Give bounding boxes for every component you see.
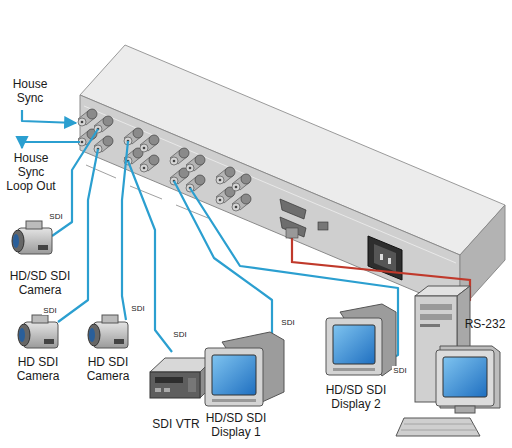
label-text: House Sync — [13, 77, 48, 105]
device-label: HD SDI Camera — [3, 356, 73, 384]
device-label: House Sync — [5, 78, 55, 106]
label-text: RS-232 — [465, 317, 506, 331]
label-text: HD/SD SDI Display 1 — [206, 411, 267, 439]
label-text: House Sync Loop Out — [6, 151, 55, 193]
camera — [12, 221, 52, 254]
label-text: HD/SD SDI Display 2 — [326, 383, 387, 411]
label-text: SDI — [48, 212, 63, 221]
label-text: SDI VTR — [152, 417, 199, 431]
device-label: House Sync Loop Out — [3, 152, 59, 193]
device-label: RS-232 — [462, 318, 508, 332]
label-text: SDI — [392, 366, 407, 375]
label-text: SDI — [42, 306, 57, 315]
cable-tag: SDI — [388, 366, 412, 375]
cable-tag: SDI — [38, 306, 62, 315]
monitor — [326, 304, 396, 376]
cable-tag: SDI — [126, 304, 150, 313]
cable-tag: SDI — [44, 212, 68, 221]
device-label: HD/SD SDI Display 2 — [308, 384, 404, 412]
vtr — [150, 358, 214, 398]
label-text: HD/SD SDI Camera — [10, 269, 71, 297]
device-label: HD/SD SDI Display 1 — [188, 412, 284, 440]
label-text: SDI — [172, 330, 187, 339]
rs232-plug — [286, 228, 298, 238]
label-text: SDI — [130, 304, 145, 313]
label-text: HD SDI Camera — [87, 355, 130, 383]
camera — [18, 315, 58, 348]
computer — [396, 286, 500, 436]
device-label: SDI VTR — [141, 418, 211, 432]
camera — [88, 315, 128, 348]
monitor — [205, 332, 284, 406]
label-text: HD SDI Camera — [17, 355, 60, 383]
device-label: HD/SD SDI Camera — [4, 270, 76, 298]
cable-tag: SDI — [276, 318, 300, 327]
switcher-chassis — [80, 45, 505, 310]
label-text: SDI — [280, 318, 295, 327]
device-label: HD SDI Camera — [73, 356, 143, 384]
bnc-connectors — [78, 109, 251, 211]
cable-tag: SDI — [168, 330, 192, 339]
